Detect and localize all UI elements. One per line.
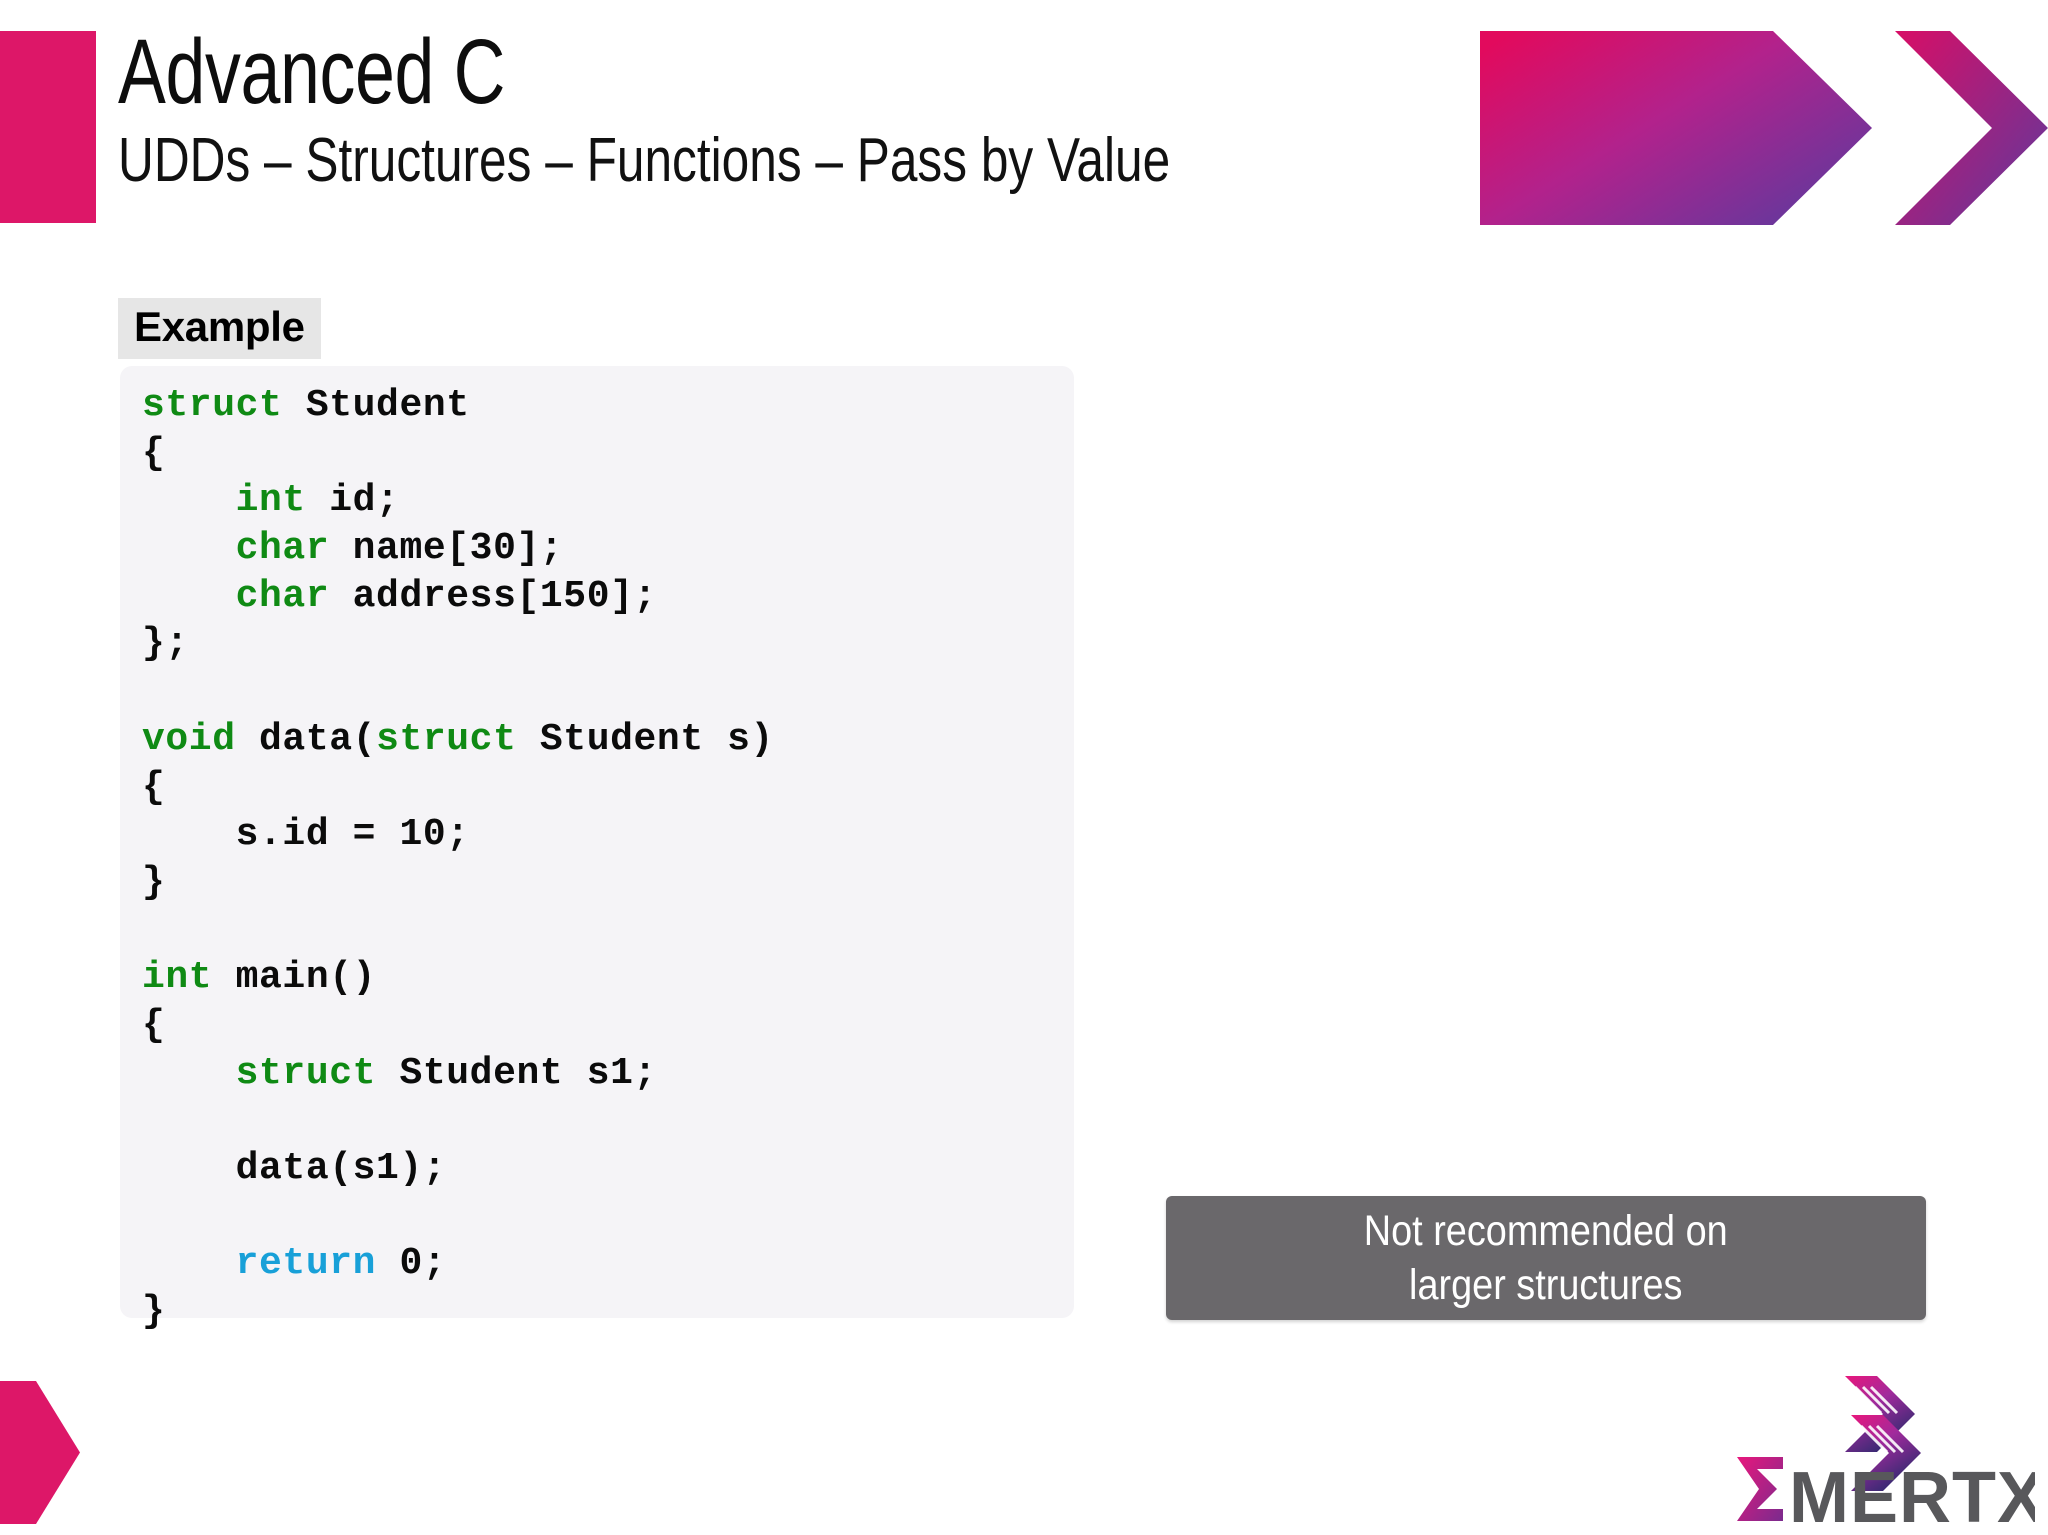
note-callout-text: Not recommended on larger structures [1364,1207,1728,1309]
code-line: s.id = 10; [142,811,1074,859]
code-line [142,668,1074,716]
code-line: } [142,1288,1074,1336]
emertxe-logo: MERTXE [1705,1373,2035,1528]
code-line [142,907,1074,955]
code-line: void data(struct Student s) [142,716,1074,764]
code-line [142,1097,1074,1145]
code-token [142,527,236,570]
code-token: int [142,956,213,1000]
page-subtitle: UDDs – Structures – Functions – Pass by … [118,126,1171,195]
code-token [142,1242,236,1285]
code-token: id; [305,479,400,523]
svg-text:MERTXE: MERTXE [1789,1458,2035,1528]
code-token: data(s1); [142,1147,447,1190]
code-lines: struct Student{ int id; char name[30]; c… [142,382,1074,1336]
code-token: { [142,1003,166,1047]
code-block: struct Student{ int id; char name[30]; c… [120,366,1074,1333]
code-token: char [235,574,330,618]
code-line [142,1193,1074,1241]
code-token: struct [235,1051,377,1095]
code-token: s.id = 10; [142,813,470,857]
code-token: struct [376,717,517,761]
code-token [142,479,236,522]
code-token: Student s) [516,717,774,761]
code-token: { [142,431,166,475]
code-token: { [142,765,166,809]
code-token: 0; [376,1242,447,1286]
code-token: address[150]; [329,574,657,618]
code-line: }; [142,620,1074,668]
code-token: int [235,479,306,523]
code-line: int main() [142,954,1074,1002]
footer-arrow-icon [0,1381,80,1524]
code-line: struct Student [142,382,1074,430]
header-text-block: Advanced C UDDs – Structures – Functions… [118,24,1438,196]
code-line: char name[30]; [142,525,1074,573]
code-line: { [142,1002,1074,1050]
header-chevron-banner-icon [1480,31,2048,225]
code-token: name[30]; [329,527,564,571]
code-token: char [235,527,330,571]
note-callout-box: Not recommended on larger structures [1166,1196,1926,1320]
code-token: Student s1; [376,1051,657,1095]
page-title: Advanced C [118,21,506,123]
code-line: { [142,430,1074,478]
code-line: } [142,859,1074,907]
code-token: void [142,717,236,761]
code-line: struct Student s1; [142,1050,1074,1098]
example-label: Example [118,298,321,359]
code-token: data( [235,717,377,761]
code-line: { [142,764,1074,812]
code-token: struct [142,384,283,427]
code-token: } [142,1290,166,1334]
code-line: data(s1); [142,1145,1074,1193]
code-token [142,575,236,618]
code-token: }; [142,622,189,666]
code-token: main() [212,956,377,1000]
code-token [142,1052,236,1095]
code-line: return 0; [142,1240,1074,1288]
code-token: } [142,860,166,904]
header-accent-bar [0,31,96,223]
code-token: Student [282,384,470,427]
code-line: int id; [142,477,1074,525]
code-token: return [235,1242,377,1286]
code-line: char address[150]; [142,573,1074,621]
